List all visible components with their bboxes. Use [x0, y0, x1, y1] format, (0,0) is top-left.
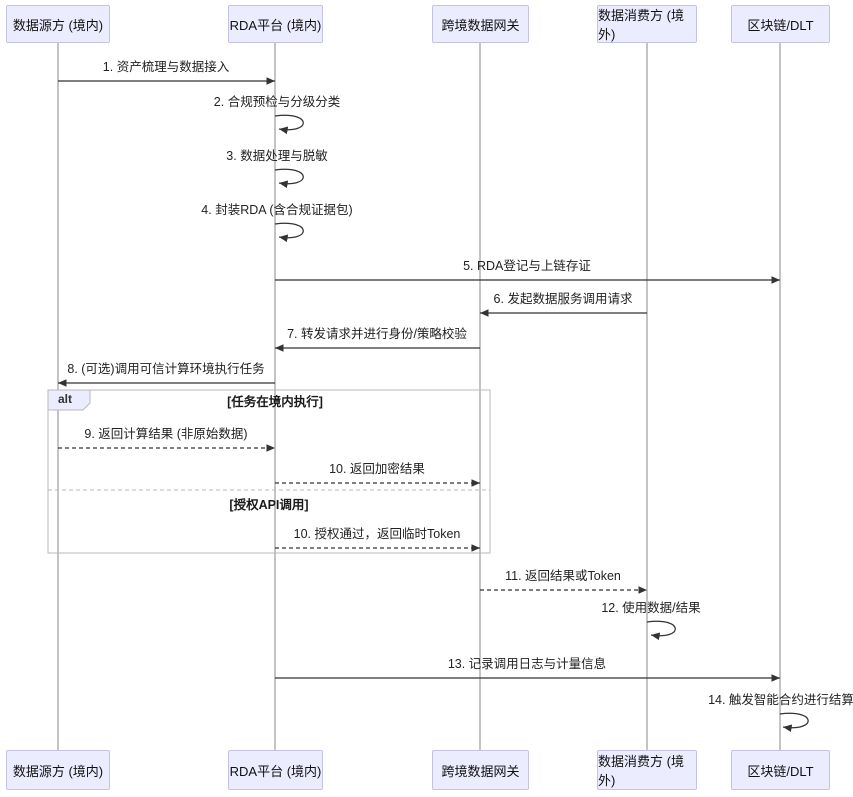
- participant-bottom-blockchain: 区块链/DLT: [731, 750, 830, 790]
- self-loop-msg-2: [274, 114, 304, 135]
- alt-condition-domestic: [任务在境内执行]: [227, 395, 323, 409]
- participant-label: 数据消费方 (境外): [598, 8, 684, 42]
- participant-bottom-rda-platform: RDA平台 (境内): [228, 750, 323, 790]
- participant-top-consumer: 数据消费方 (境外): [597, 5, 697, 43]
- self-loop-msg-14: [779, 712, 809, 733]
- participant-top-blockchain: 区块链/DLT: [731, 5, 830, 43]
- message-label-2: 2. 合规预检与分级分类: [213, 95, 341, 109]
- message-label-6: 6. 发起数据服务调用请求: [493, 292, 633, 306]
- participant-bottom-datasource: 数据源方 (境内): [6, 750, 110, 790]
- participant-top-datasource: 数据源方 (境内): [6, 5, 110, 43]
- message-label-9: 9. 返回计算结果 (非原始数据): [84, 427, 248, 441]
- alt-condition-api: [授权API调用]: [229, 498, 309, 512]
- participant-label: RDA平台 (境内): [229, 763, 322, 779]
- alt-keyword: alt: [58, 392, 73, 406]
- message-label-7: 7. 转发请求并进行身份/策略校验: [287, 327, 467, 341]
- participant-bottom-gateway: 跨境数据网关: [432, 750, 529, 790]
- participant-label: RDA平台 (境内): [229, 17, 322, 33]
- participant-label: 数据消费方 (境外): [598, 754, 684, 788]
- participant-label: 区块链/DLT: [747, 763, 814, 779]
- message-label-10b: 10. 授权通过，返回临时Token: [293, 527, 461, 541]
- participant-top-gateway: 跨境数据网关: [432, 5, 529, 43]
- self-loop-msg-3: [274, 168, 304, 189]
- participant-label: 数据源方 (境内): [12, 763, 104, 779]
- participant-label: 数据源方 (境内): [12, 17, 104, 33]
- participant-top-rda-platform: RDA平台 (境内): [228, 5, 323, 43]
- message-label-12: 12. 使用数据/结果: [601, 601, 701, 615]
- message-label-8: 8. (可选)调用可信计算环境执行任务: [67, 362, 265, 376]
- message-label-1: 1. 资产梳理与数据接入: [102, 60, 230, 74]
- message-label-4: 4. 封装RDA (含合规证据包): [201, 203, 353, 217]
- message-label-13: 13. 记录调用日志与计量信息: [447, 657, 607, 671]
- participant-label: 跨境数据网关: [441, 763, 520, 779]
- participant-label: 跨境数据网关: [441, 17, 520, 33]
- alt-frame: [47, 389, 491, 554]
- message-label-14: 14. 触发智能合约进行结算: [708, 693, 853, 707]
- participant-bottom-consumer: 数据消费方 (境外): [597, 750, 697, 790]
- message-label-11: 11. 返回结果或Token: [505, 569, 621, 583]
- alt-label-box: [47, 389, 91, 411]
- self-loop-msg-12: [646, 620, 676, 641]
- message-label-3: 3. 数据处理与脱敏: [226, 149, 328, 163]
- self-loop-msg-4: [274, 222, 304, 243]
- message-label-10a: 10. 返回加密结果: [329, 462, 425, 476]
- message-label-5: 5. RDA登记与上链存证: [463, 259, 591, 273]
- participant-label: 区块链/DLT: [747, 17, 814, 33]
